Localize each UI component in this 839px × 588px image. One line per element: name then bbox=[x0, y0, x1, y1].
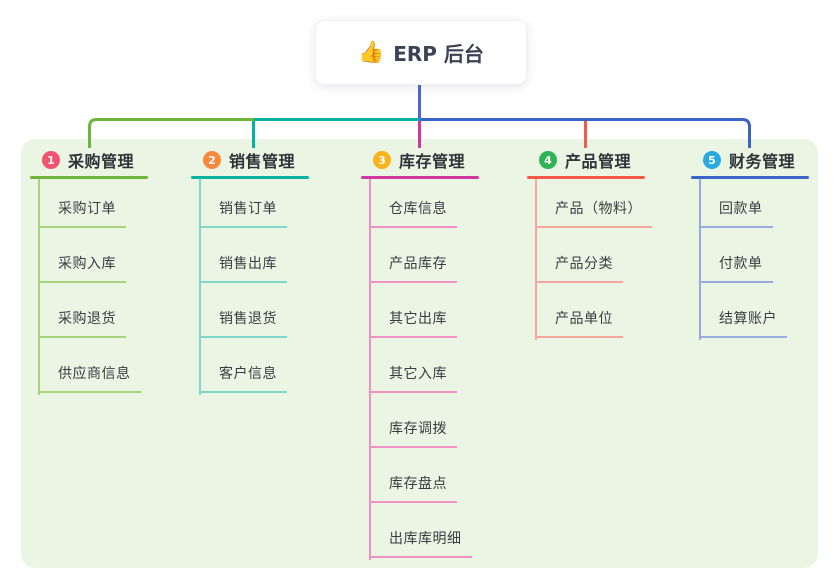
branch-underline bbox=[191, 176, 309, 179]
branch-label: 财务管理 bbox=[729, 152, 796, 171]
branch-badge: 1 bbox=[42, 151, 60, 169]
branch-child-rail bbox=[699, 176, 701, 340]
branch-header-inventory[interactable]: 3 库存管理 bbox=[361, 147, 479, 179]
branch-underline bbox=[361, 176, 479, 179]
child-node[interactable]: 库存调拨 bbox=[369, 393, 457, 448]
child-node[interactable]: 出库库明细 bbox=[369, 503, 472, 558]
branch-children-sales: 销售订单 销售出库 销售退货 客户信息 bbox=[199, 173, 287, 393]
branch-underline bbox=[691, 176, 809, 179]
branches-background-panel bbox=[21, 139, 818, 568]
branch-child-rail bbox=[535, 176, 537, 340]
branch-badge: 2 bbox=[203, 151, 221, 169]
child-node[interactable]: 产品（物料） bbox=[535, 173, 652, 228]
branch-badge: 4 bbox=[539, 151, 557, 169]
branch-header-product[interactable]: 4 产品管理 bbox=[527, 147, 645, 179]
branch-underline bbox=[30, 176, 148, 179]
child-node[interactable]: 产品库存 bbox=[369, 228, 457, 283]
child-node[interactable]: 采购入库 bbox=[38, 228, 126, 283]
branch-label: 库存管理 bbox=[399, 152, 466, 171]
thumbs-up-icon: 👍 bbox=[358, 40, 385, 64]
branch-label: 采购管理 bbox=[68, 152, 135, 171]
branch-child-rail bbox=[199, 176, 201, 395]
branch-badge: 5 bbox=[703, 151, 721, 169]
branch-child-rail bbox=[369, 176, 371, 560]
child-node[interactable]: 回款单 bbox=[699, 173, 773, 228]
root-node-label: ERP 后台 bbox=[393, 42, 484, 66]
child-node[interactable]: 其它出库 bbox=[369, 283, 457, 338]
branch-child-rail bbox=[38, 176, 40, 395]
child-node[interactable]: 产品单位 bbox=[535, 283, 623, 338]
branch-header-row: 3 库存管理 bbox=[361, 147, 479, 173]
child-node[interactable]: 库存盘点 bbox=[369, 448, 457, 503]
child-node[interactable]: 付款单 bbox=[699, 228, 773, 283]
branch-header-row: 5 财务管理 bbox=[691, 147, 809, 173]
root-node-erp[interactable]: 👍 ERP 后台 bbox=[315, 20, 527, 85]
branch-underline bbox=[527, 176, 645, 179]
child-node[interactable]: 采购订单 bbox=[38, 173, 126, 228]
branch-label: 销售管理 bbox=[229, 152, 296, 171]
branch-children-inventory: 仓库信息 产品库存 其它出库 其它入库 库存调拨 库存盘点 出库库明细 bbox=[369, 173, 472, 558]
branch-header-row: 4 产品管理 bbox=[527, 147, 645, 173]
branch-children-finance: 回款单 付款单 结算账户 bbox=[699, 173, 787, 338]
branch-label: 产品管理 bbox=[565, 152, 632, 171]
branch-badge: 3 bbox=[373, 151, 391, 169]
branch-children-purchase: 采购订单 采购入库 采购退货 供应商信息 bbox=[38, 173, 141, 393]
child-node[interactable]: 客户信息 bbox=[199, 338, 287, 393]
child-node[interactable]: 销售订单 bbox=[199, 173, 287, 228]
child-node[interactable]: 结算账户 bbox=[699, 283, 787, 338]
branch-header-sales[interactable]: 2 销售管理 bbox=[191, 147, 309, 179]
branch-header-row: 1 采购管理 bbox=[30, 147, 148, 173]
branch-header-row: 2 销售管理 bbox=[191, 147, 309, 173]
child-node[interactable]: 采购退货 bbox=[38, 283, 126, 338]
child-node[interactable]: 其它入库 bbox=[369, 338, 457, 393]
child-node[interactable]: 仓库信息 bbox=[369, 173, 457, 228]
child-node[interactable]: 销售退货 bbox=[199, 283, 287, 338]
child-node[interactable]: 供应商信息 bbox=[38, 338, 141, 393]
branch-header-finance[interactable]: 5 财务管理 bbox=[691, 147, 809, 179]
branch-children-product: 产品（物料） 产品分类 产品单位 bbox=[535, 173, 652, 338]
child-node[interactable]: 销售出库 bbox=[199, 228, 287, 283]
branch-header-purchase[interactable]: 1 采购管理 bbox=[30, 147, 148, 179]
child-node[interactable]: 产品分类 bbox=[535, 228, 623, 283]
